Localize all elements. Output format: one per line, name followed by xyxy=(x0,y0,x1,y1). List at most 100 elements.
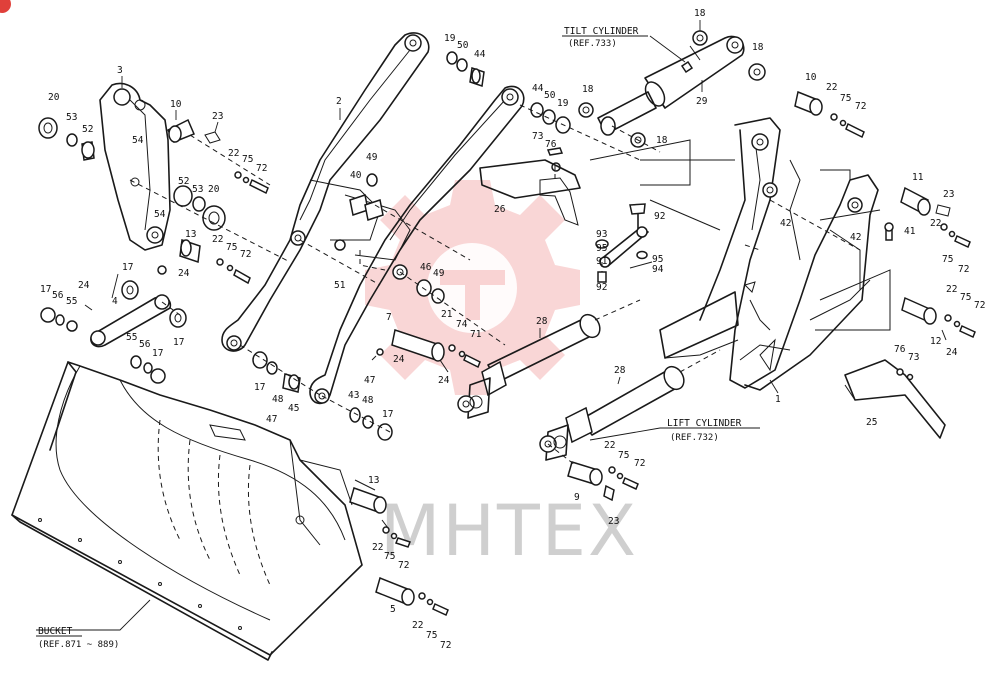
part-label: 26 xyxy=(494,204,506,215)
lift-cylinder-callout-ref: (REF.732) xyxy=(670,433,719,443)
part-label: 75 xyxy=(840,93,851,104)
part-label: 12 xyxy=(930,336,941,347)
part-label: 13 xyxy=(368,475,379,486)
part-label: 47 xyxy=(364,375,375,386)
part-label: 24 xyxy=(393,354,405,365)
part-label: 18 xyxy=(752,42,764,53)
part-label: 93 xyxy=(596,229,607,240)
pin-group-lower-right xyxy=(901,296,976,341)
part-label: 22 xyxy=(372,542,383,553)
part-label: 44 xyxy=(532,83,544,94)
part-label: 75 xyxy=(942,254,953,265)
part-label: 50 xyxy=(457,40,469,51)
part-label: 45 xyxy=(288,403,299,414)
part-label: 74 xyxy=(456,319,468,330)
part-label: 17 xyxy=(122,262,133,273)
watermark-text: MHTEX xyxy=(380,490,638,572)
part-label: 19 xyxy=(444,33,456,44)
part-label: 55 xyxy=(66,296,77,307)
corner-badge xyxy=(0,0,11,13)
part-label: 56 xyxy=(52,290,64,301)
part-label: 22 xyxy=(212,234,223,245)
part-label: 75 xyxy=(384,551,395,562)
pin-group-upper-right xyxy=(794,90,971,249)
part-label: 54 xyxy=(132,135,144,146)
pin-group-left xyxy=(38,117,291,285)
lift-cylinder-callout-title: LIFT CYLINDER xyxy=(667,418,742,429)
tilt-cylinder-callout-ref: (REF.733) xyxy=(568,39,617,49)
part-label: 52 xyxy=(178,176,189,187)
part-label: 75 xyxy=(426,630,437,641)
boom-arm-right xyxy=(309,85,525,405)
part-label: 17 xyxy=(40,284,51,295)
part-label: 28 xyxy=(536,316,548,327)
part-label: 73 xyxy=(908,352,919,363)
tie-link xyxy=(40,280,187,384)
part-label: 76 xyxy=(894,344,906,355)
part-label: 43 xyxy=(348,390,359,401)
part-label: 49 xyxy=(433,268,445,279)
part-label: 22 xyxy=(946,284,957,295)
part-label: 91 xyxy=(596,256,608,267)
part-label: 72 xyxy=(958,264,969,275)
cover-plate-26 xyxy=(479,159,581,226)
part-label: 75 xyxy=(226,242,237,253)
part-label: 53 xyxy=(66,112,77,123)
part-label: 72 xyxy=(974,300,985,311)
part-label: 21 xyxy=(441,309,453,320)
bucket-callout-ref: (REF.871 ~ 889) xyxy=(38,640,119,650)
part-label: 11 xyxy=(912,172,924,183)
part-label: 24 xyxy=(946,347,958,358)
leader-lines xyxy=(111,20,779,394)
part-label: 22 xyxy=(604,440,615,451)
part-label: 51 xyxy=(334,280,346,291)
part-label: 10 xyxy=(805,72,817,83)
part-label: 17 xyxy=(254,382,265,393)
lift-cylinder-lower xyxy=(539,349,721,461)
part-label: 24 xyxy=(178,268,190,279)
part-label: 75 xyxy=(242,154,253,165)
part-label: 55 xyxy=(126,332,137,343)
part-label: 23 xyxy=(212,111,223,122)
part-label: 7 xyxy=(386,312,392,323)
part-label: 46 xyxy=(420,262,432,273)
part-label: 17 xyxy=(152,348,163,359)
part-label: 56 xyxy=(139,339,151,350)
part-label: 9 xyxy=(574,492,580,503)
part-label: 22 xyxy=(930,218,941,229)
part-label: 25 xyxy=(866,417,877,428)
part-label: 48 xyxy=(362,395,374,406)
part-label: 22 xyxy=(228,148,239,159)
part-label: 75 xyxy=(960,292,971,303)
part-label: 73 xyxy=(532,131,543,142)
part-label: 72 xyxy=(240,249,251,260)
part-label: 23 xyxy=(943,189,954,200)
part-label: 23 xyxy=(608,516,619,527)
tilt-cylinder xyxy=(578,30,766,153)
part-label: 20 xyxy=(48,92,60,103)
part-label: 53 xyxy=(192,184,203,195)
pin-group-upper-middle xyxy=(366,51,641,187)
part-label: 17 xyxy=(382,409,393,420)
part-label: 95 xyxy=(652,254,663,265)
boom-arm-left xyxy=(221,32,430,352)
part-label: 18 xyxy=(656,135,668,146)
part-label: 48 xyxy=(272,394,284,405)
part-label: 95 xyxy=(596,243,607,254)
part-label: 47 xyxy=(266,414,277,425)
part-label: 92 xyxy=(596,282,607,293)
part-label: 72 xyxy=(256,163,267,174)
part-label: 72 xyxy=(634,458,645,469)
part-label: 72 xyxy=(440,640,451,651)
part-label: 72 xyxy=(398,560,409,571)
pin-group-center xyxy=(239,271,506,441)
pin-group-9 xyxy=(547,443,639,502)
part-label: 2 xyxy=(336,96,342,107)
bucket-callout-title: BUCKET xyxy=(38,626,73,637)
linkage-91-95 xyxy=(595,203,653,283)
part-label: 72 xyxy=(855,101,866,112)
part-label: 3 xyxy=(117,65,123,76)
part-label: 4 xyxy=(112,296,118,307)
part-label: 18 xyxy=(582,84,594,95)
part-label: 44 xyxy=(474,49,486,60)
